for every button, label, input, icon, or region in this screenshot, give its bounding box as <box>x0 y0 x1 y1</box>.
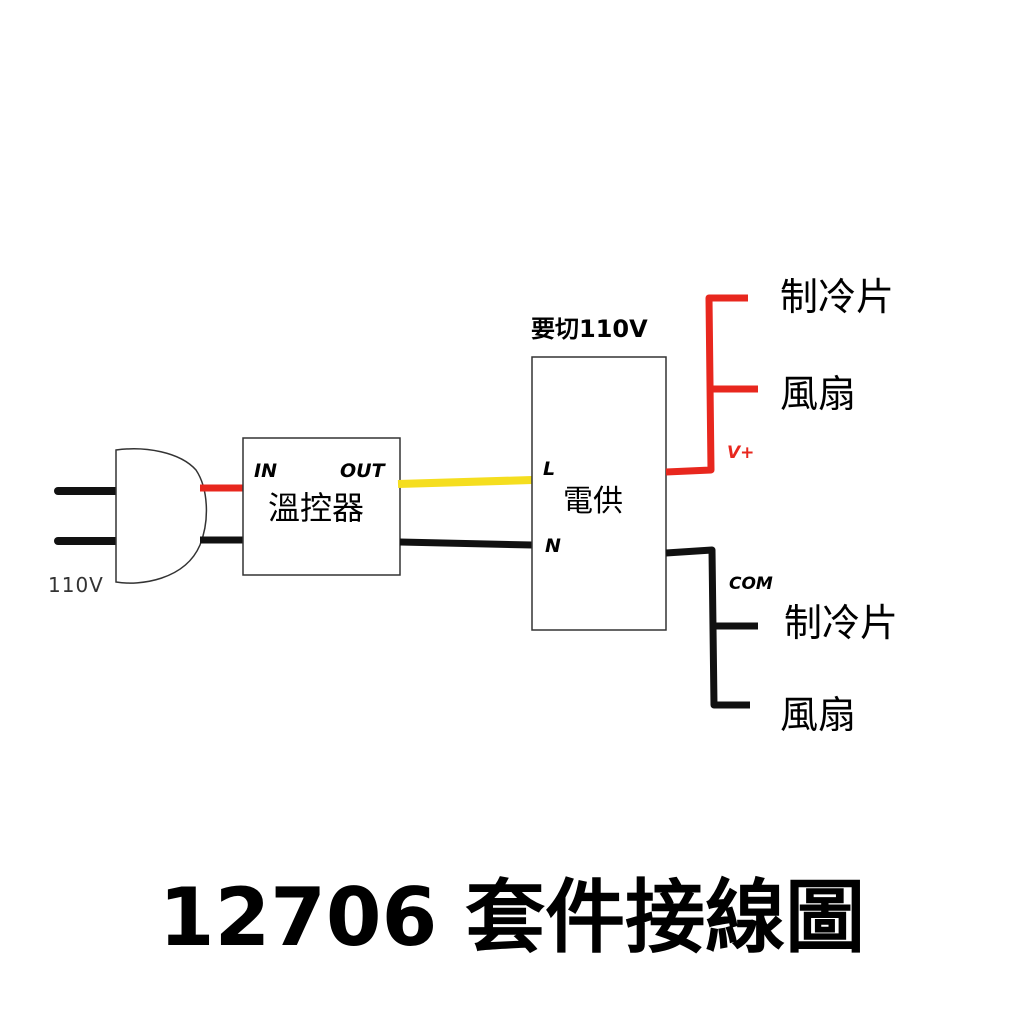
psu-l-label: L <box>543 458 555 480</box>
switched-wire-thermostat-to-psu <box>397 476 533 488</box>
psu-box <box>531 356 667 631</box>
common-load-cooler: 制冷片 <box>784 601 898 645</box>
thermostat-in-label: IN <box>254 460 277 482</box>
psu-name: 電供 <box>563 484 623 519</box>
positive-output-label: V+ <box>727 443 754 463</box>
plug-body <box>115 448 208 584</box>
diagram-title: 12706 套件接線圖 <box>159 871 865 964</box>
psu-n-label: N <box>545 535 561 557</box>
positive-load-cooler: 制冷片 <box>780 275 894 319</box>
thermostat-box <box>242 437 401 576</box>
neutral-wire-thermostat-to-psu <box>399 538 533 549</box>
positive-output-wire <box>665 294 748 476</box>
thermostat-out-label: OUT <box>340 460 387 482</box>
plug-voltage-label: 110V <box>48 573 104 597</box>
thermostat-name: 溫控器 <box>268 489 364 527</box>
positive-load-fan: 風扇 <box>780 372 856 416</box>
common-load-fan: 風扇 <box>780 693 856 737</box>
psu-note: 要切110V <box>531 315 648 343</box>
common-output-label: COM <box>729 574 773 594</box>
